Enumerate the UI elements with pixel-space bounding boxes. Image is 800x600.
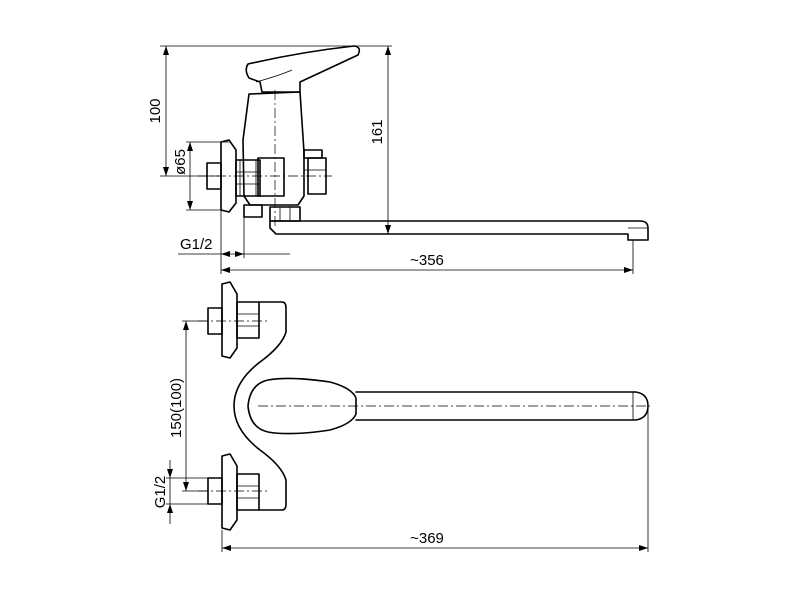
side-cartridge <box>257 157 285 197</box>
top-view <box>198 281 650 531</box>
dim-height-spout: 161 <box>369 119 386 144</box>
dim-length-bottom: ~369 <box>410 530 444 547</box>
dim-height-total: 100 <box>147 98 164 123</box>
side-fitting-right <box>269 206 301 222</box>
dim-length-top: ~356 <box>410 252 444 269</box>
dim-spacing: 150(100) <box>168 378 185 438</box>
side-body <box>242 91 305 206</box>
side-nut <box>235 159 261 197</box>
top-spout <box>355 391 649 421</box>
dim-thread-bottom: G1/2 <box>152 476 169 509</box>
top-dimensions: 150(100) G1/2 ~369 <box>152 320 649 552</box>
side-spout <box>269 220 649 241</box>
side-fitting-left <box>243 204 263 218</box>
side-view <box>198 45 649 241</box>
top-nut-lower <box>236 473 260 511</box>
side-lever <box>245 45 361 93</box>
dim-diameter: ø65 <box>172 149 189 175</box>
side-dimensions: 100 161 ø65 G1/2 ~356 <box>147 45 634 274</box>
top-body <box>233 301 287 511</box>
top-lever <box>247 377 357 435</box>
dim-thread-top: G1/2 <box>180 236 213 253</box>
side-diverter-cap <box>303 149 323 159</box>
top-rosette-lower <box>221 453 238 531</box>
top-nut-upper <box>236 301 260 339</box>
top-rosette-upper <box>221 281 238 359</box>
